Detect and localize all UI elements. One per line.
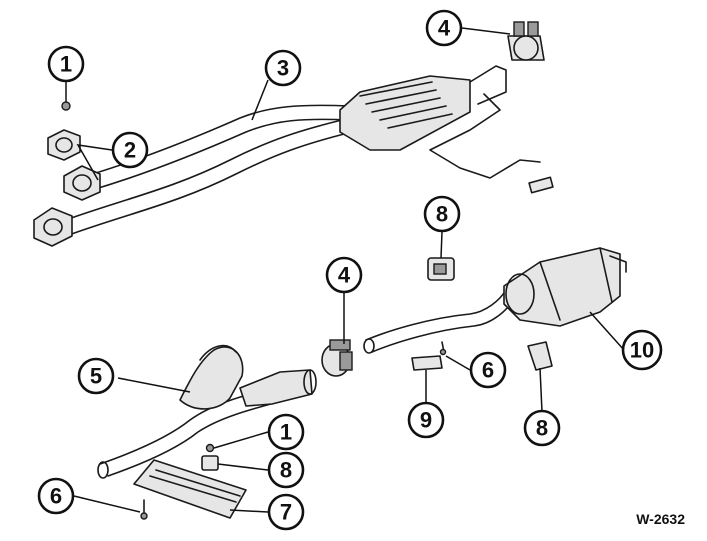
rubber-mount-rear xyxy=(527,341,553,371)
callout-8-lower-mount: 8 xyxy=(267,451,305,489)
svg-text:3: 3 xyxy=(277,56,289,81)
svg-text:7: 7 xyxy=(280,500,292,525)
callout-7-heat-shield: 7 xyxy=(267,493,305,531)
figure-code: W-2632 xyxy=(636,511,685,527)
catalytic-converter xyxy=(339,65,507,151)
exhaust-flange-upper xyxy=(63,165,101,201)
bracket xyxy=(411,355,443,371)
svg-text:6: 6 xyxy=(50,484,62,509)
leader-lines xyxy=(65,27,625,513)
svg-text:8: 8 xyxy=(280,458,292,483)
callout-1-nut: 1 xyxy=(47,45,85,83)
intermediate-pipe xyxy=(363,289,515,354)
rubber-mount-upper xyxy=(427,257,455,281)
callout-1-lower-nut: 1 xyxy=(267,413,305,451)
svg-text:1: 1 xyxy=(60,52,72,77)
gasket xyxy=(47,129,81,161)
callout-8-rear-mount: 8 xyxy=(523,409,561,447)
clamp-upper xyxy=(507,21,545,61)
svg-text:4: 4 xyxy=(438,16,451,41)
svg-text:8: 8 xyxy=(536,416,548,441)
svg-text:2: 2 xyxy=(124,138,136,163)
callout-2-gasket: 2 xyxy=(111,131,149,169)
callout-10-rear-muffler: 10 xyxy=(621,329,663,371)
bolt-middle xyxy=(439,341,447,356)
svg-text:9: 9 xyxy=(420,408,432,433)
svg-text:1: 1 xyxy=(280,420,292,445)
callout-8-upper-mount: 8 xyxy=(423,195,461,233)
svg-text:6: 6 xyxy=(482,358,494,383)
y-pipe xyxy=(97,344,317,479)
svg-text:4: 4 xyxy=(338,263,351,288)
callout-4-upper-clamp: 4 xyxy=(425,9,463,47)
svg-text:10: 10 xyxy=(630,338,654,363)
callout-4-middle-clamp: 4 xyxy=(325,256,363,294)
rear-muffler xyxy=(503,247,627,327)
callout-6-lower-bolt: 6 xyxy=(37,477,75,515)
callout-9-bracket: 9 xyxy=(407,401,445,439)
callout-3-front-pipe: 3 xyxy=(264,49,302,87)
svg-text:5: 5 xyxy=(90,364,102,389)
clamp-middle xyxy=(321,339,353,377)
svg-text:8: 8 xyxy=(436,202,448,227)
exhaust-flange-lower xyxy=(33,207,73,247)
bolt-lower xyxy=(140,499,148,520)
callout-6-middle-bolt: 6 xyxy=(469,351,507,389)
callout-5-y-pipe: 5 xyxy=(77,357,115,395)
nut xyxy=(61,101,71,111)
mount-lower xyxy=(201,443,219,471)
oxygen-sensor xyxy=(429,93,554,194)
front-exhaust-pipe xyxy=(59,104,353,237)
heat-shield xyxy=(133,459,247,519)
